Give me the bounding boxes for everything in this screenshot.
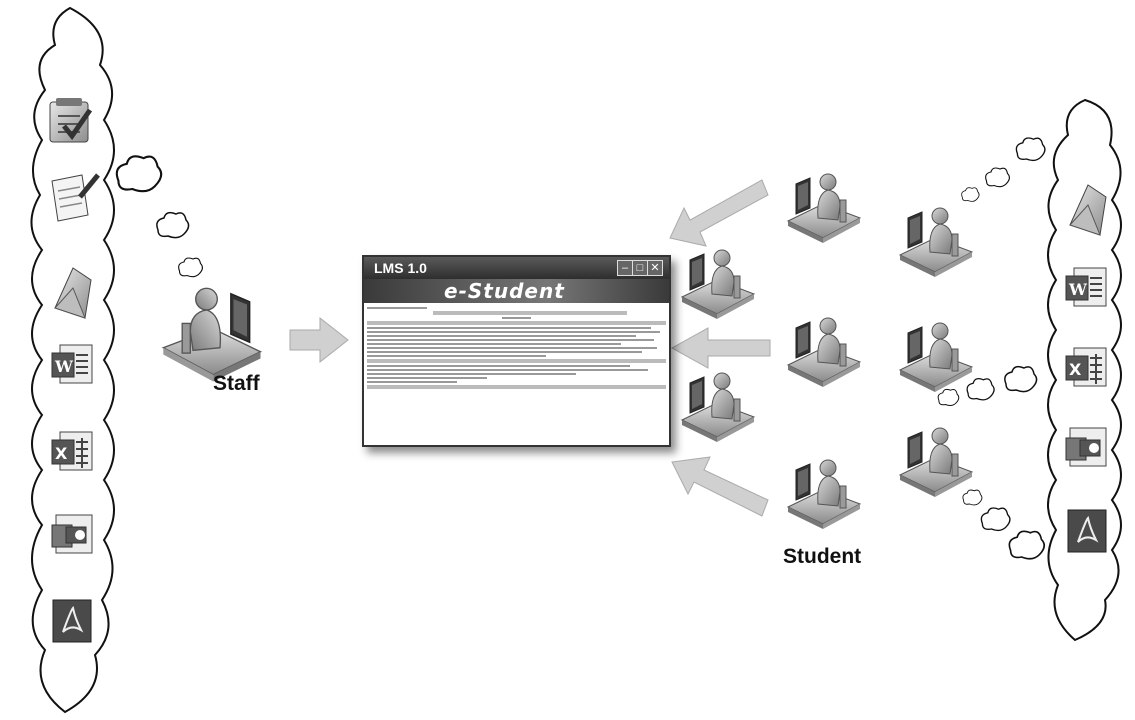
svg-text:W: W [1068, 280, 1088, 299]
lms-window: LMS 1.0 – □ ✕ e-Student [362, 255, 671, 447]
staff-person-icon [162, 287, 262, 383]
svg-text:X: X [1069, 360, 1082, 379]
lms-content [364, 303, 669, 393]
powerpoint-icon [1065, 427, 1107, 467]
student-person-icon [787, 459, 861, 530]
student-person-icon [787, 173, 861, 244]
lms-nav-bar [432, 311, 628, 315]
student-arrow [671, 456, 769, 517]
thought-puff [962, 489, 983, 506]
lms-brand: e-Student [444, 279, 565, 303]
lms-title: LMS 1.0 [374, 260, 427, 276]
student-arrow [670, 327, 771, 369]
thought-puff [961, 187, 980, 202]
staff-arrow [289, 316, 349, 364]
checklist-icon [49, 98, 93, 143]
student-person-icon [899, 322, 973, 393]
close-icon[interactable]: ✕ [647, 260, 663, 276]
word-icon: W [51, 344, 93, 384]
document-edit-icon [51, 173, 100, 222]
thought-puff [178, 257, 203, 278]
student-person-icon [681, 372, 755, 443]
envelope-icon [1069, 184, 1107, 236]
svg-text:X: X [55, 444, 68, 463]
student-label: Student [783, 545, 862, 568]
pdf-icon [52, 599, 92, 643]
pdf-icon [1067, 509, 1107, 553]
student-person-icon [899, 207, 973, 278]
svg-text:W: W [54, 357, 74, 376]
thought-puff [937, 388, 960, 407]
thought-puff [985, 167, 1010, 188]
lms-titlebar: LMS 1.0 – □ ✕ [364, 257, 669, 279]
minimize-icon[interactable]: – [617, 260, 633, 276]
student-arrow [669, 179, 769, 247]
student-person-icon [899, 427, 973, 498]
thought-puff [980, 507, 1011, 532]
powerpoint-icon [51, 514, 93, 554]
staff-label: Staff [213, 372, 260, 395]
envelope-icon [54, 267, 92, 319]
thought-puff [115, 155, 163, 193]
thought-puff [156, 211, 190, 239]
lms-banner: e-Student [364, 279, 669, 303]
thought-puff [1008, 530, 1046, 560]
student-person-icon [787, 317, 861, 388]
student-person-icon [681, 249, 755, 320]
maximize-icon[interactable]: □ [632, 260, 648, 276]
excel-icon: X [1065, 347, 1107, 387]
thought-puff [1015, 137, 1046, 162]
excel-icon: X [51, 431, 93, 471]
thought-puff [1004, 365, 1038, 393]
thought-puff [966, 378, 995, 401]
word-icon: W [1065, 267, 1107, 307]
